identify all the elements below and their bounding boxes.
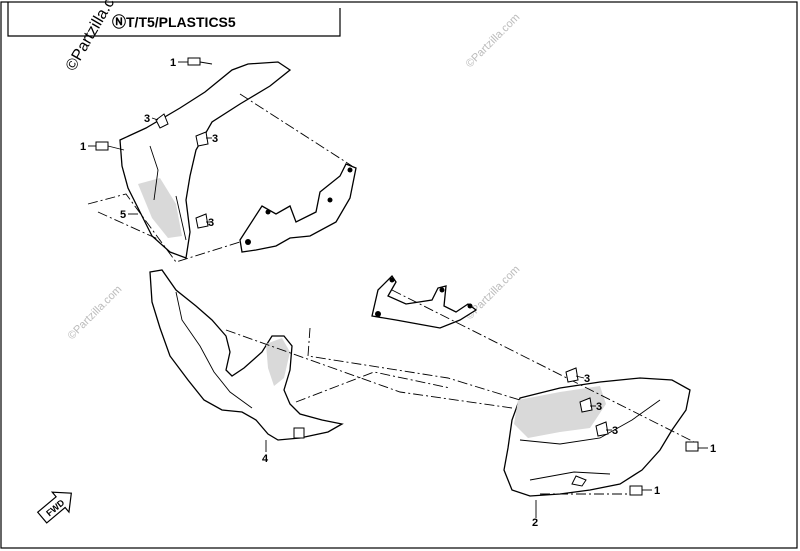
lower-align-2 bbox=[307, 327, 521, 401]
lower-right-contour bbox=[519, 399, 661, 481]
callout-2: 2 bbox=[532, 517, 538, 529]
clip-icon-upper-3 bbox=[195, 213, 209, 229]
lower-align-3 bbox=[225, 329, 513, 409]
clip-icon-upper-1 bbox=[155, 113, 169, 129]
bolt-icon-lower-1 bbox=[685, 441, 699, 452]
clip-icon-lower-1 bbox=[565, 367, 579, 383]
callout-3e: 3 bbox=[596, 401, 602, 413]
watermark-dark: ©Partzilla.com bbox=[63, 0, 129, 74]
upper-bracket-hole-4 bbox=[347, 167, 353, 173]
upper-bracket-hole-2 bbox=[265, 209, 271, 215]
forward-arrow-icon: FWD bbox=[36, 491, 72, 524]
upper-bracket-hole-1 bbox=[245, 239, 251, 245]
leader-3a bbox=[151, 117, 159, 121]
clip-icon-upper-2 bbox=[195, 131, 209, 147]
callout-1a: 1 bbox=[170, 57, 176, 69]
upper-bracket bbox=[239, 163, 357, 253]
clip-icon-lower-2 bbox=[579, 397, 593, 413]
lower-bracket-hole-3 bbox=[439, 287, 445, 293]
lower-bracket bbox=[371, 274, 478, 329]
lower-bracket-hole-1 bbox=[375, 311, 381, 317]
watermark-1: ©Partzilla.com bbox=[464, 11, 523, 70]
lower-bracket-hole-2 bbox=[389, 277, 395, 283]
lower-align-1 bbox=[391, 289, 699, 445]
callout-1c: 1 bbox=[710, 443, 716, 455]
callout-3c: 3 bbox=[208, 217, 214, 229]
diagram-title: ⓃT/T5/PLASTICS5 bbox=[112, 14, 236, 30]
callout-5: 5 bbox=[120, 209, 126, 221]
lower-right-tab bbox=[571, 475, 587, 487]
callout-1b: 1 bbox=[80, 141, 86, 153]
title-box bbox=[7, 2, 341, 37]
clip-icon-lower-3 bbox=[595, 421, 609, 437]
upper-panel-contour bbox=[149, 145, 187, 241]
watermark-2: ©Partzilla.com bbox=[66, 283, 125, 342]
callout-4: 4 bbox=[262, 453, 269, 465]
bolt-icon-lower-2 bbox=[629, 485, 643, 496]
leader-3d bbox=[575, 375, 585, 379]
upper-align-2 bbox=[87, 193, 241, 263]
upper-align-1 bbox=[239, 93, 353, 167]
callout-3d: 3 bbox=[584, 373, 590, 385]
lower-left-tab bbox=[293, 427, 305, 439]
lower-left-contour bbox=[175, 291, 253, 409]
lower-align-4 bbox=[295, 371, 451, 403]
bolt-icon-upper-1 bbox=[187, 57, 213, 66]
upper-bracket-hole-3 bbox=[327, 197, 333, 203]
callout-3b: 3 bbox=[212, 133, 218, 145]
callout-3f: 3 bbox=[612, 425, 618, 437]
lower-right-shading bbox=[514, 386, 606, 438]
watermark-3: ©Partzilla.com bbox=[464, 263, 523, 322]
callout-3a: 3 bbox=[144, 113, 150, 125]
lower-left-panel bbox=[149, 269, 344, 441]
lower-left-shading bbox=[266, 338, 290, 386]
upper-panel-shading bbox=[138, 178, 182, 238]
lower-bracket-hole-4 bbox=[467, 303, 473, 309]
callout-1d: 1 bbox=[654, 485, 660, 497]
upper-align-3 bbox=[97, 211, 161, 241]
